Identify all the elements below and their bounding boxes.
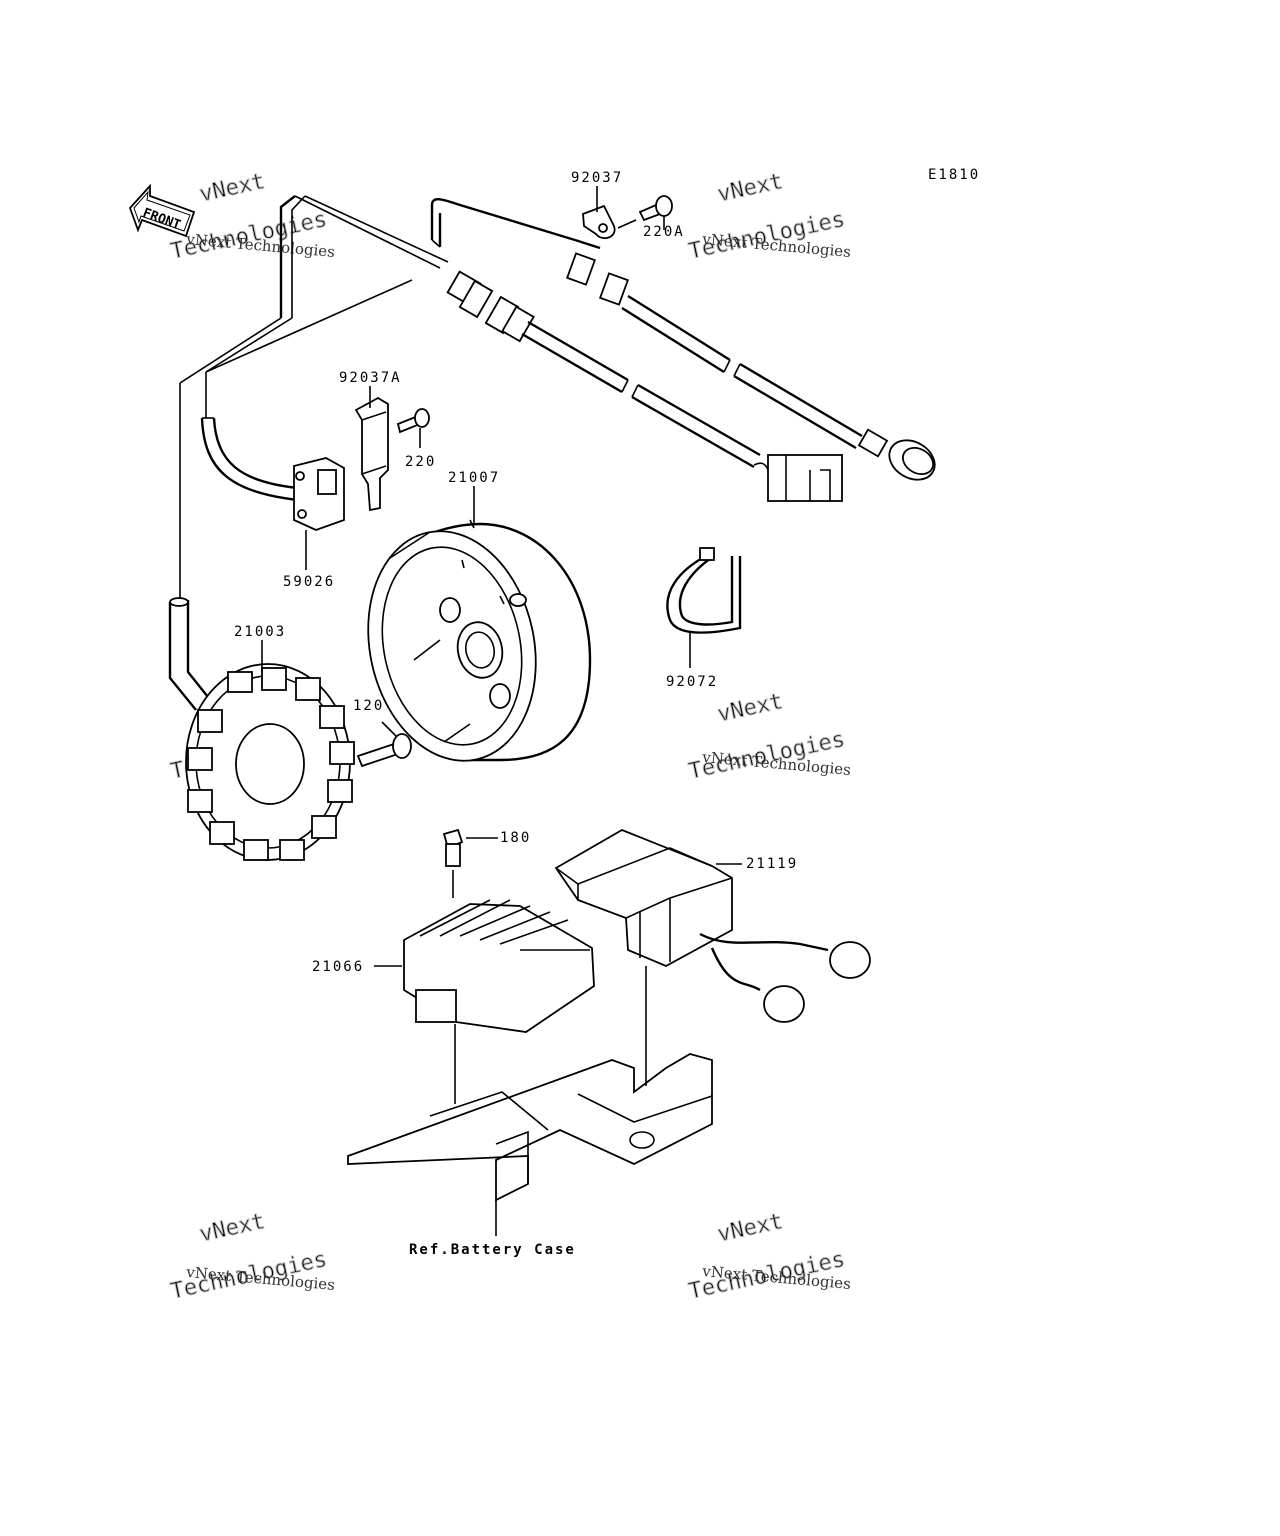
bolt-120-icon	[356, 721, 412, 768]
svg-text:vNext: vNext	[197, 169, 267, 207]
bolt-180-icon	[442, 828, 498, 898]
label-92037A: 92037A	[339, 370, 402, 386]
label-59026: 59026	[283, 574, 335, 590]
stator-21003	[168, 597, 355, 861]
label-ref-battery-case: Ref.Battery Case	[409, 1242, 576, 1258]
label-220A: 220A	[643, 224, 685, 240]
regulator-21066	[374, 899, 595, 1104]
screw-220A-icon	[638, 195, 673, 230]
label-120: 120	[353, 698, 384, 714]
part-labels: 92037 220A 92037A 220 21007 59026 21003 …	[234, 170, 798, 1258]
bracket-59026	[293, 457, 345, 531]
clamp-plate-92037	[582, 204, 637, 240]
svg-text:vNext: vNext	[715, 169, 785, 207]
label-92037: 92037	[571, 170, 623, 186]
igniter-21119	[554, 829, 871, 1023]
stator-teeth	[187, 667, 355, 861]
label-21119: 21119	[746, 856, 798, 872]
label-180: 180	[500, 830, 531, 846]
label-21007: 21007	[448, 470, 500, 486]
round-connector-icon	[857, 428, 936, 481]
svg-text:vNext: vNext	[715, 689, 785, 727]
svg-text:vNext: vNext	[715, 1209, 785, 1247]
label-220: 220	[405, 454, 436, 470]
front-arrow-icon: FRONT	[128, 183, 196, 238]
battery-case-bracket	[347, 966, 713, 1236]
label-21066: 21066	[312, 959, 364, 975]
wiring-harness	[179, 195, 936, 600]
label-92072: 92072	[666, 674, 718, 690]
svg-text:vNext: vNext	[197, 1209, 267, 1247]
label-21003: 21003	[234, 624, 286, 640]
screw-220-icon	[396, 408, 430, 434]
clamp-92037A	[354, 396, 389, 512]
rotor-21007	[367, 519, 592, 762]
diagram-code: E1810	[928, 167, 980, 183]
band-92072	[666, 547, 742, 634]
